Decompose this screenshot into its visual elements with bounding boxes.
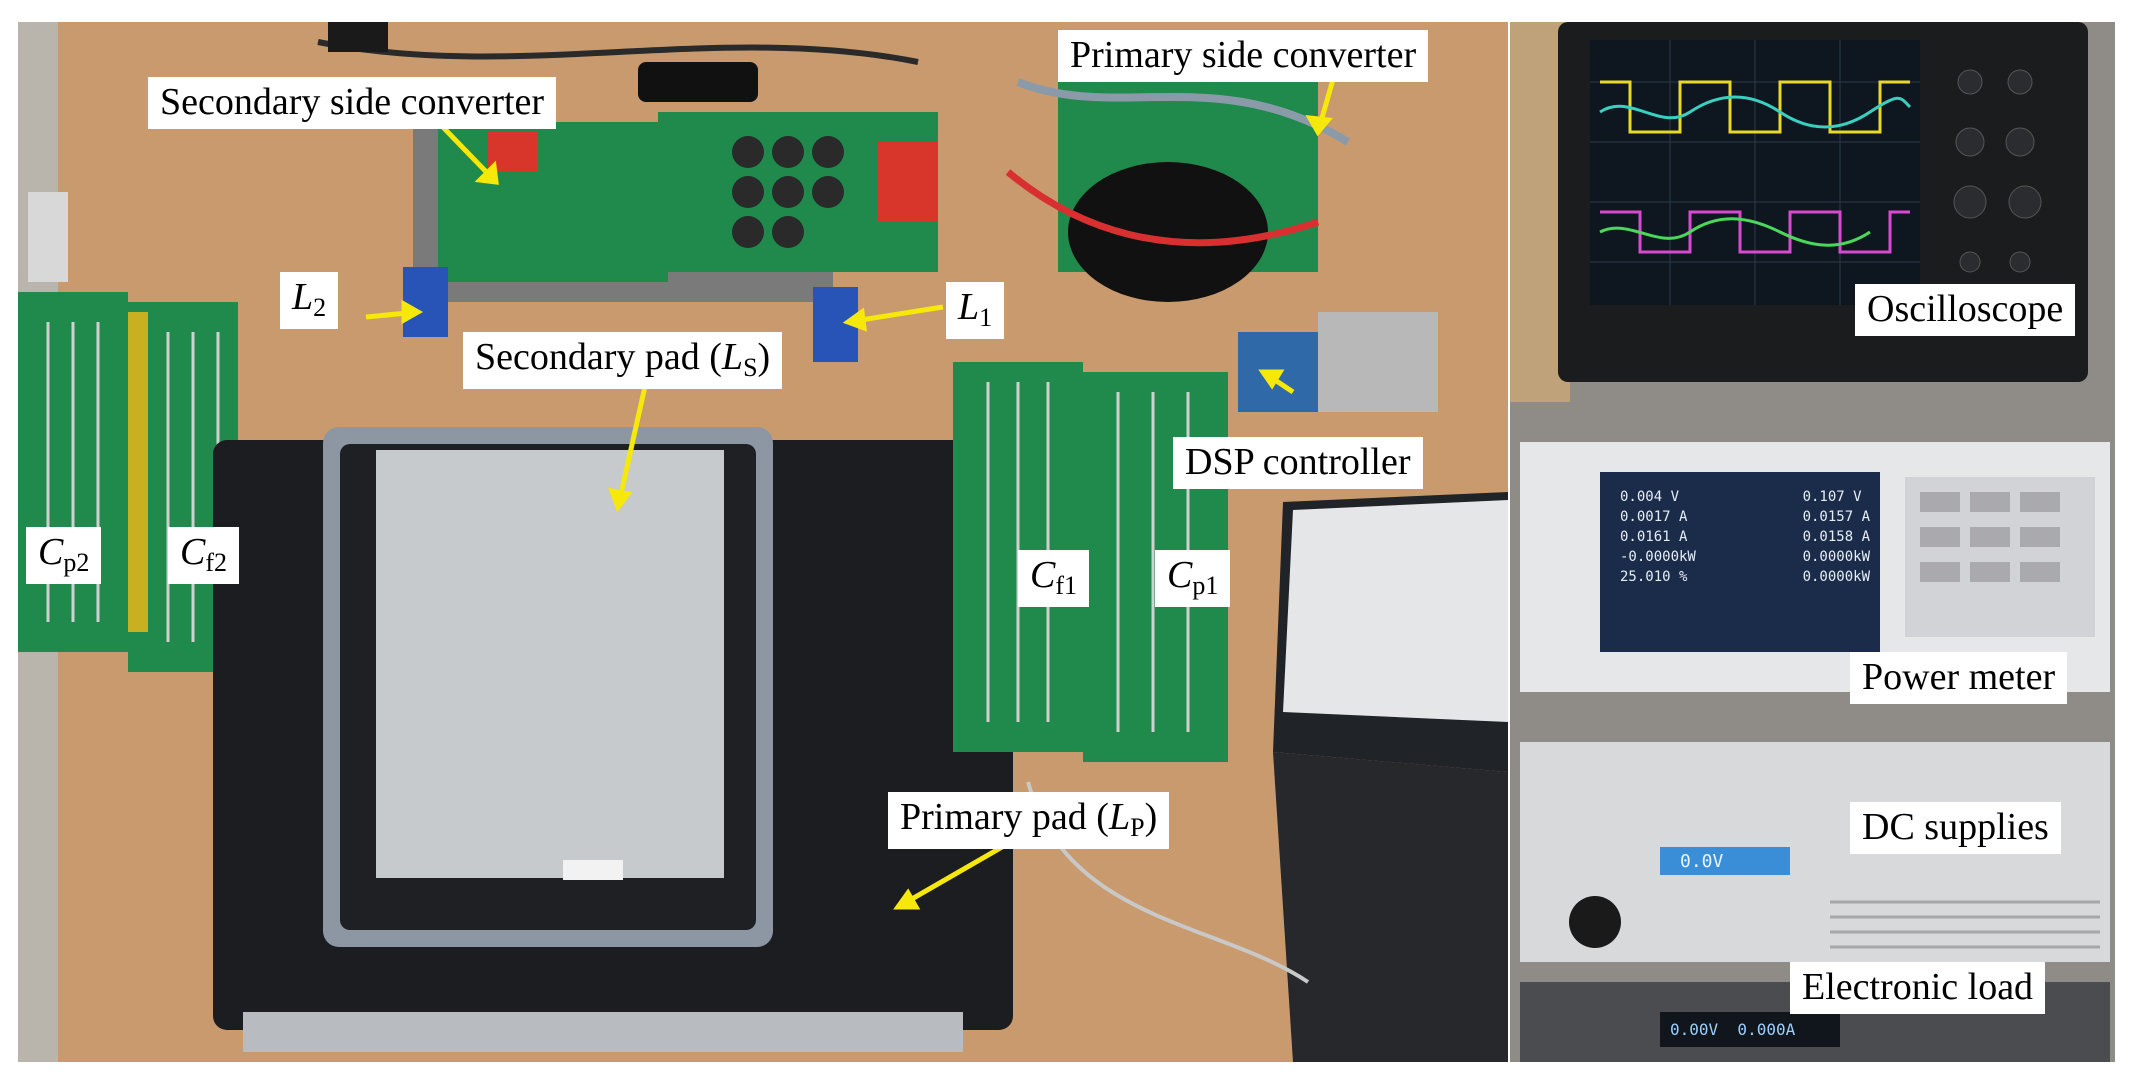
label-text: Electronic load (1802, 966, 2034, 1008)
laptop-keyboard (1273, 752, 1508, 1062)
subscript: p2 (63, 548, 90, 577)
reading: 0.0000kW (1802, 549, 1870, 565)
label-primary-side-converter: Primary side converter (1058, 30, 1429, 82)
subscript: f2 (205, 548, 228, 577)
dc-supply-knob (1569, 896, 1621, 948)
label-l1: L1 (946, 282, 1005, 339)
symbol: L (958, 286, 980, 328)
label-electronic-load: Electronic load (1790, 962, 2046, 1014)
pad-sticker (563, 860, 623, 880)
left-photo-testbed: Secondary side converter Primary side co… (18, 22, 1508, 1062)
subscript: 2 (313, 293, 327, 322)
l2-inductor (403, 267, 448, 337)
fan (1068, 162, 1268, 302)
label-cp1: Cp1 (1155, 550, 1231, 607)
instrument-scene (1510, 22, 2115, 1062)
board-strip (128, 312, 148, 632)
label-cp2: Cp2 (26, 527, 102, 584)
dc-supply-readout: 0.0V (1680, 851, 1724, 872)
label-text: Primary side converter (1070, 34, 1417, 76)
dc-supply-display (1660, 847, 1790, 875)
scope-trace-yellow (1600, 80, 1910, 134)
laptop-display (1283, 500, 1508, 722)
symbol: C (38, 531, 64, 573)
relay (878, 142, 938, 222)
label-suffix: ) (1144, 796, 1158, 838)
right-photo-instruments: 0.004 V 0.0017 A 0.0161 A -0.0000kW 25.0… (1510, 22, 2115, 1062)
testbed-scene (18, 22, 1508, 1062)
label-primary-pad: Primary pad (LP) (888, 792, 1170, 849)
symbol: C (1030, 554, 1056, 596)
label-l2: L2 (280, 272, 339, 329)
label-text: DC supplies (1862, 806, 2049, 848)
scope-trace-cyan (1599, 95, 1912, 129)
subscript: P (1130, 813, 1145, 842)
scope-trace-green (1599, 217, 1871, 247)
scope-knobs (1953, 69, 2042, 273)
label-power-meter: Power meter (1850, 652, 2068, 704)
label-prefix: Primary pad ( (900, 796, 1109, 838)
probe-box (638, 62, 758, 102)
subscript: S (743, 353, 758, 382)
subscript: f1 (1055, 571, 1078, 600)
label-cf2: Cf2 (168, 527, 240, 584)
reading: 25.010 % (1620, 569, 1688, 585)
reading: 0.0000kW (1802, 569, 1870, 585)
reading: 0.107 V (1802, 489, 1862, 505)
label-text: DSP controller (1185, 441, 1411, 483)
label-prefix: Secondary pad ( (475, 336, 722, 378)
connector (328, 22, 388, 52)
secondary-pcb (438, 122, 668, 282)
dsp-board (1238, 332, 1328, 412)
symbol: L (721, 336, 744, 378)
electronic-load-readout: 0.00V 0.000A (1670, 1020, 1796, 1039)
scope-grid (1590, 40, 1920, 305)
reading: -0.0000kW (1620, 549, 1696, 565)
ruler (243, 1012, 963, 1052)
subscript: 1 (979, 303, 993, 332)
label-cf1: Cf1 (1018, 550, 1090, 607)
label-oscilloscope: Oscilloscope (1855, 284, 2076, 336)
reading: 0.004 V (1620, 489, 1680, 505)
symbol: L (1108, 796, 1131, 838)
reading: 0.0157 A (1802, 509, 1870, 525)
capacitor-bank (732, 136, 844, 248)
symbol: C (1167, 554, 1193, 596)
label-secondary-pad: Secondary pad (LS) (463, 332, 783, 389)
label-dsp-controller: DSP controller (1173, 437, 1423, 489)
label-text: Power meter (1862, 656, 2056, 698)
cable (1005, 169, 1320, 247)
reading: 0.0161 A (1620, 529, 1688, 545)
paper-clip (28, 192, 68, 282)
keypad-keys (1920, 492, 2060, 582)
reading: 0.0158 A (1802, 529, 1870, 545)
cable (1016, 78, 1351, 146)
secondary-pad-plate (376, 450, 724, 878)
cable (317, 39, 919, 65)
scope-trace-magenta (1600, 210, 1910, 254)
subscript: p1 (1192, 571, 1219, 600)
symbol: C (180, 531, 206, 573)
readings-left-column: 0.004 V 0.0017 A 0.0161 A -0.0000kW 25.0… (1620, 487, 1696, 587)
label-secondary-side-converter: Secondary side converter (148, 77, 557, 129)
power-supply (1318, 312, 1438, 412)
label-dc-supplies: DC supplies (1850, 802, 2061, 854)
electronic-load-display (1660, 1012, 1840, 1047)
label-text: Oscilloscope (1867, 288, 2064, 330)
label-text: Secondary side converter (160, 81, 545, 123)
label-suffix: ) (757, 336, 771, 378)
symbol: L (292, 276, 314, 318)
power-meter-screen (1600, 472, 1880, 652)
reading: 0.0017 A (1620, 509, 1688, 525)
dc-supply-vents (1830, 900, 2100, 949)
readings-right-column: 0.107 V 0.0157 A 0.0158 A 0.0000kW 0.000… (1803, 487, 1870, 587)
power-meter-readings: 0.004 V 0.0017 A 0.0161 A -0.0000kW 25.0… (1620, 487, 1870, 587)
